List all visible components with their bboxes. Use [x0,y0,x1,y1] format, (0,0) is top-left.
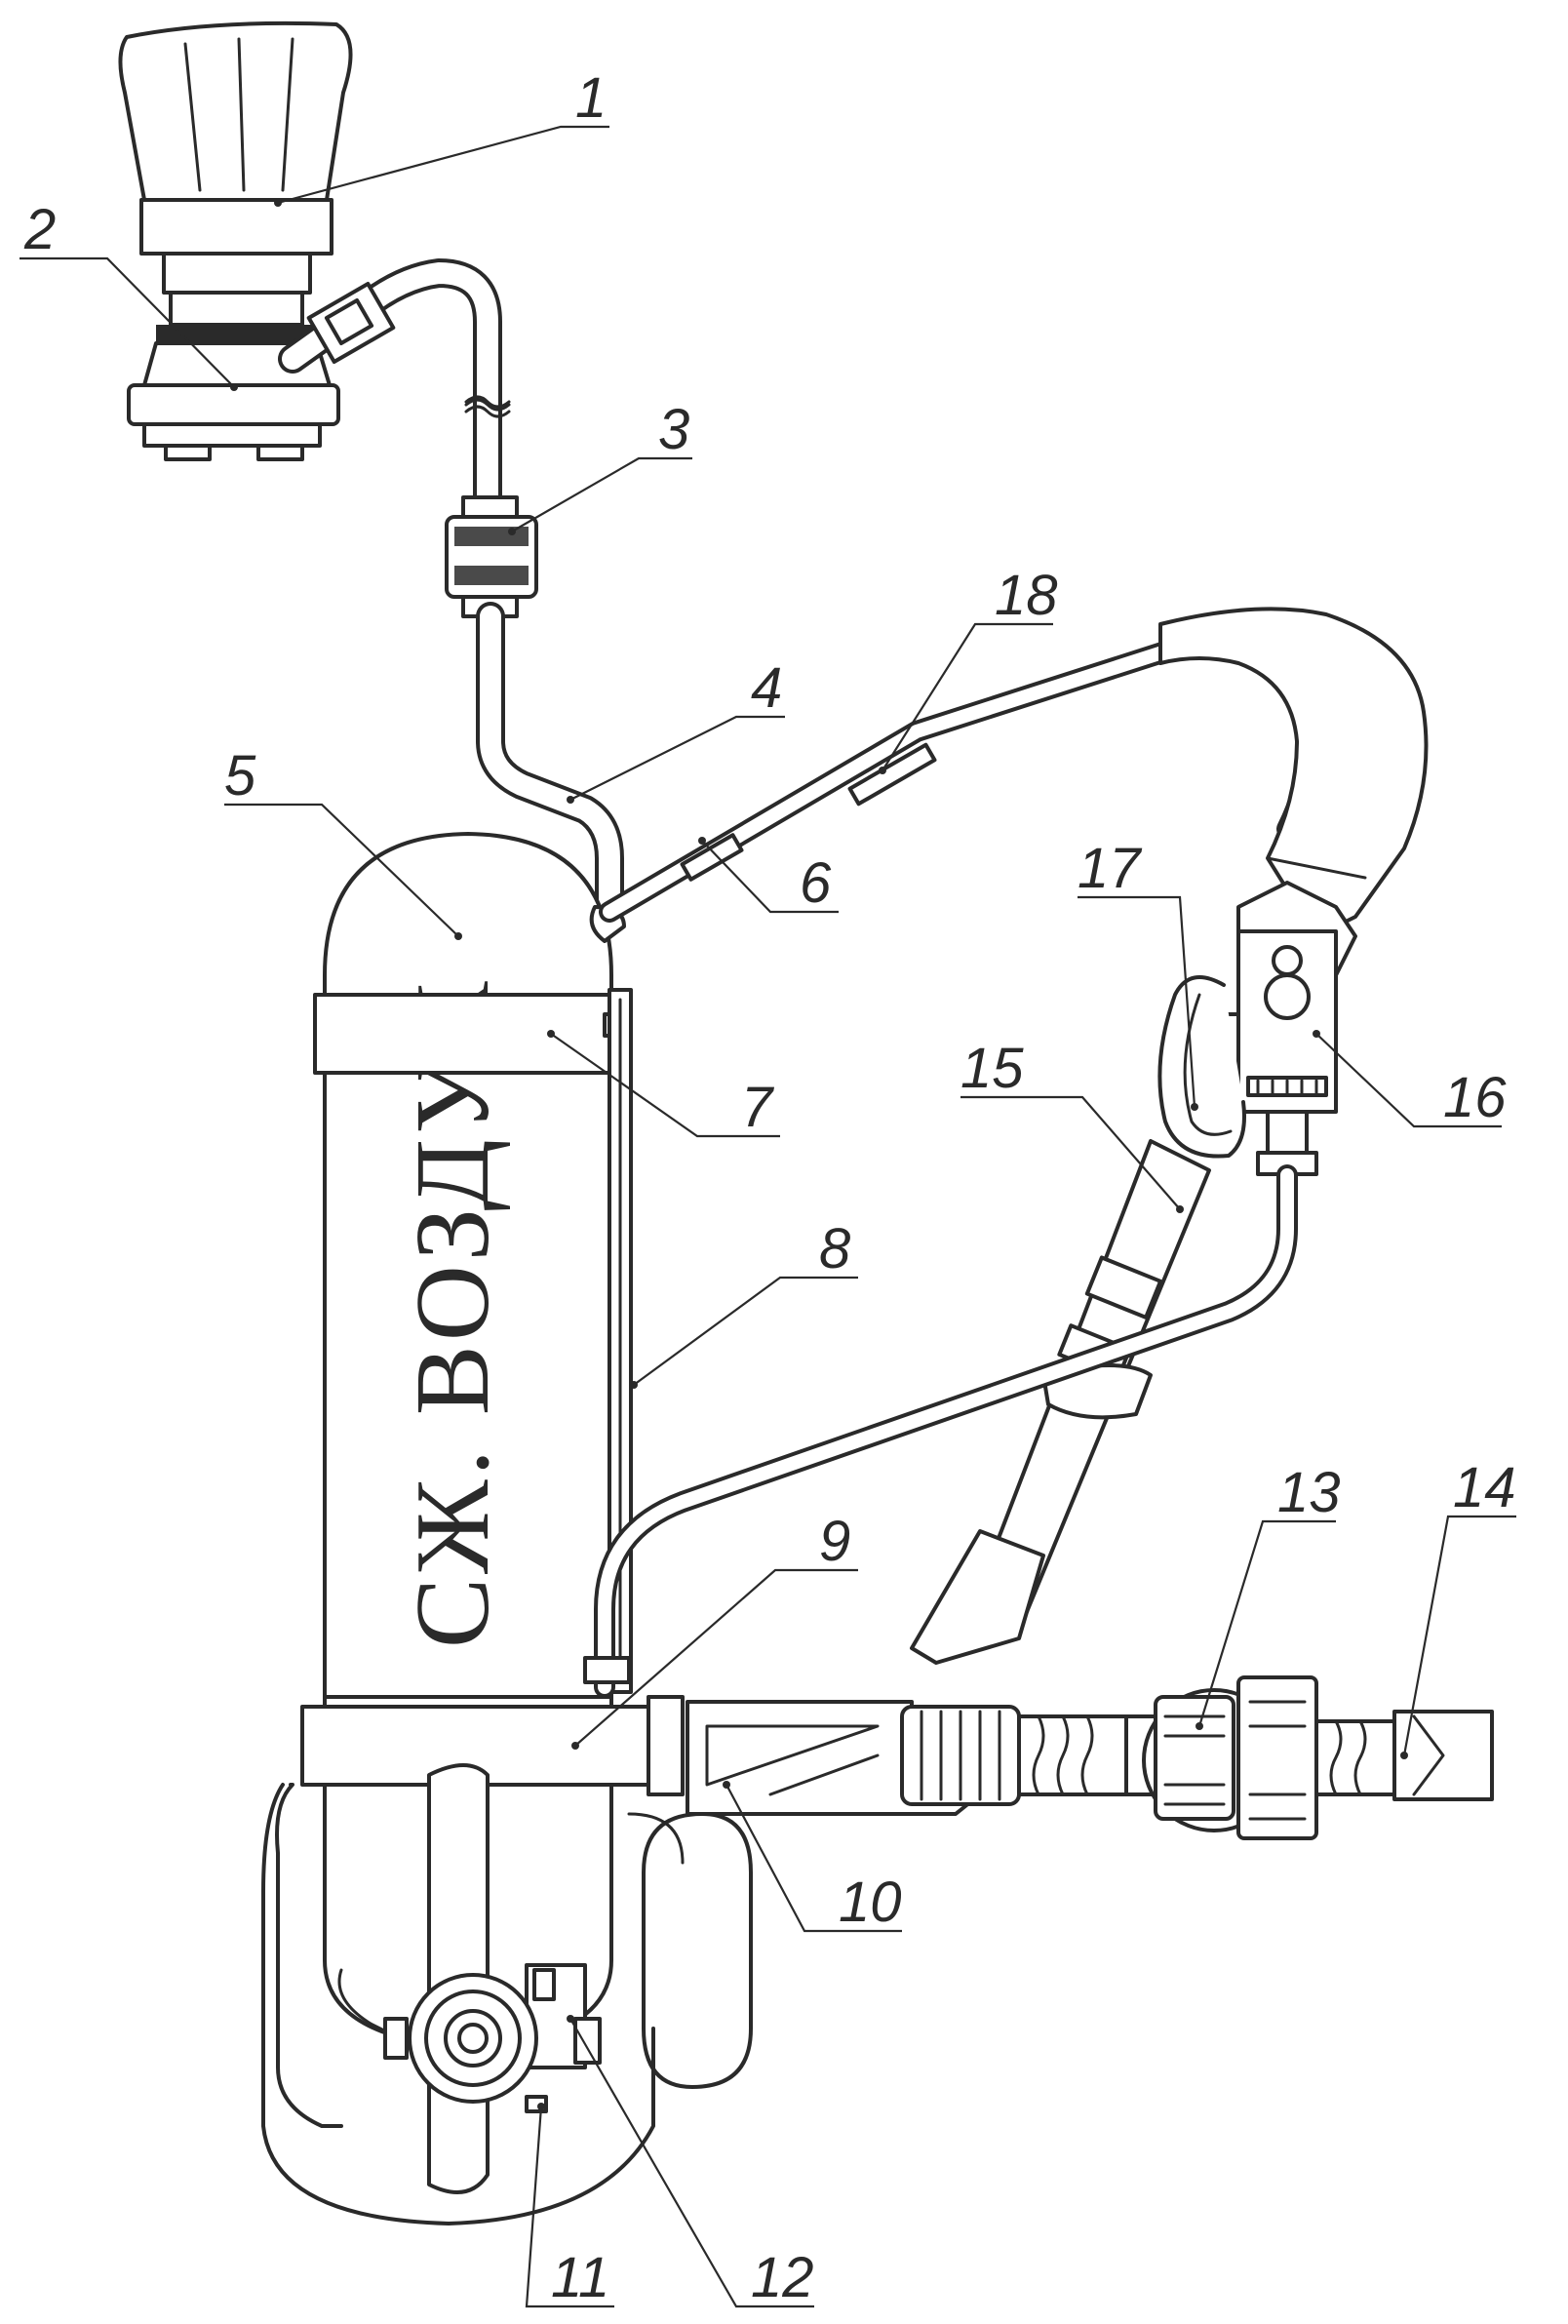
cylinder-label: СЖ. ВОЗДУХ [395,975,511,1648]
callout-13: 13 [1277,1461,1341,1524]
corrugated-hose [900,1705,1162,1806]
leader-lines [20,125,1516,2308]
callout-18: 18 [995,564,1058,627]
callout-labels: 1 2 3 4 5 6 7 8 9 10 11 12 13 14 15 16 1… [23,66,1516,2309]
callout-17: 17 [1078,837,1143,900]
reducer [337,1963,602,2113]
shoulder-strap [1158,607,1429,938]
callout-6: 6 [800,851,832,915]
coupling-nut [445,495,538,618]
callout-1: 1 [575,66,607,130]
callout-7: 7 [741,1076,775,1139]
callout-4: 4 [751,656,782,720]
callout-11: 11 [551,2246,609,2309]
callout-12: 12 [751,2246,814,2309]
callout-9: 9 [819,1510,850,1573]
callout-5: 5 [224,744,256,807]
cylinder-strap [608,988,633,1694]
gauge-hose [583,1164,1298,1698]
callout-3: 3 [658,398,689,461]
hose-coupling [1142,1675,1494,1840]
face-mask [118,20,353,295]
callout-14: 14 [1453,1456,1516,1519]
cylinder-clamp [313,993,631,1075]
callout-2: 2 [23,198,56,261]
upper-hose [278,258,511,522]
callout-15: 15 [960,1037,1024,1100]
connecting-tube [476,602,624,922]
callout-8: 8 [819,1217,850,1280]
gauge-bracket [1157,975,1246,1159]
callout-16: 16 [1443,1066,1507,1129]
waist-strap [910,1139,1211,1665]
callout-10: 10 [839,1871,902,1934]
shoulder-hose [599,628,1322,923]
